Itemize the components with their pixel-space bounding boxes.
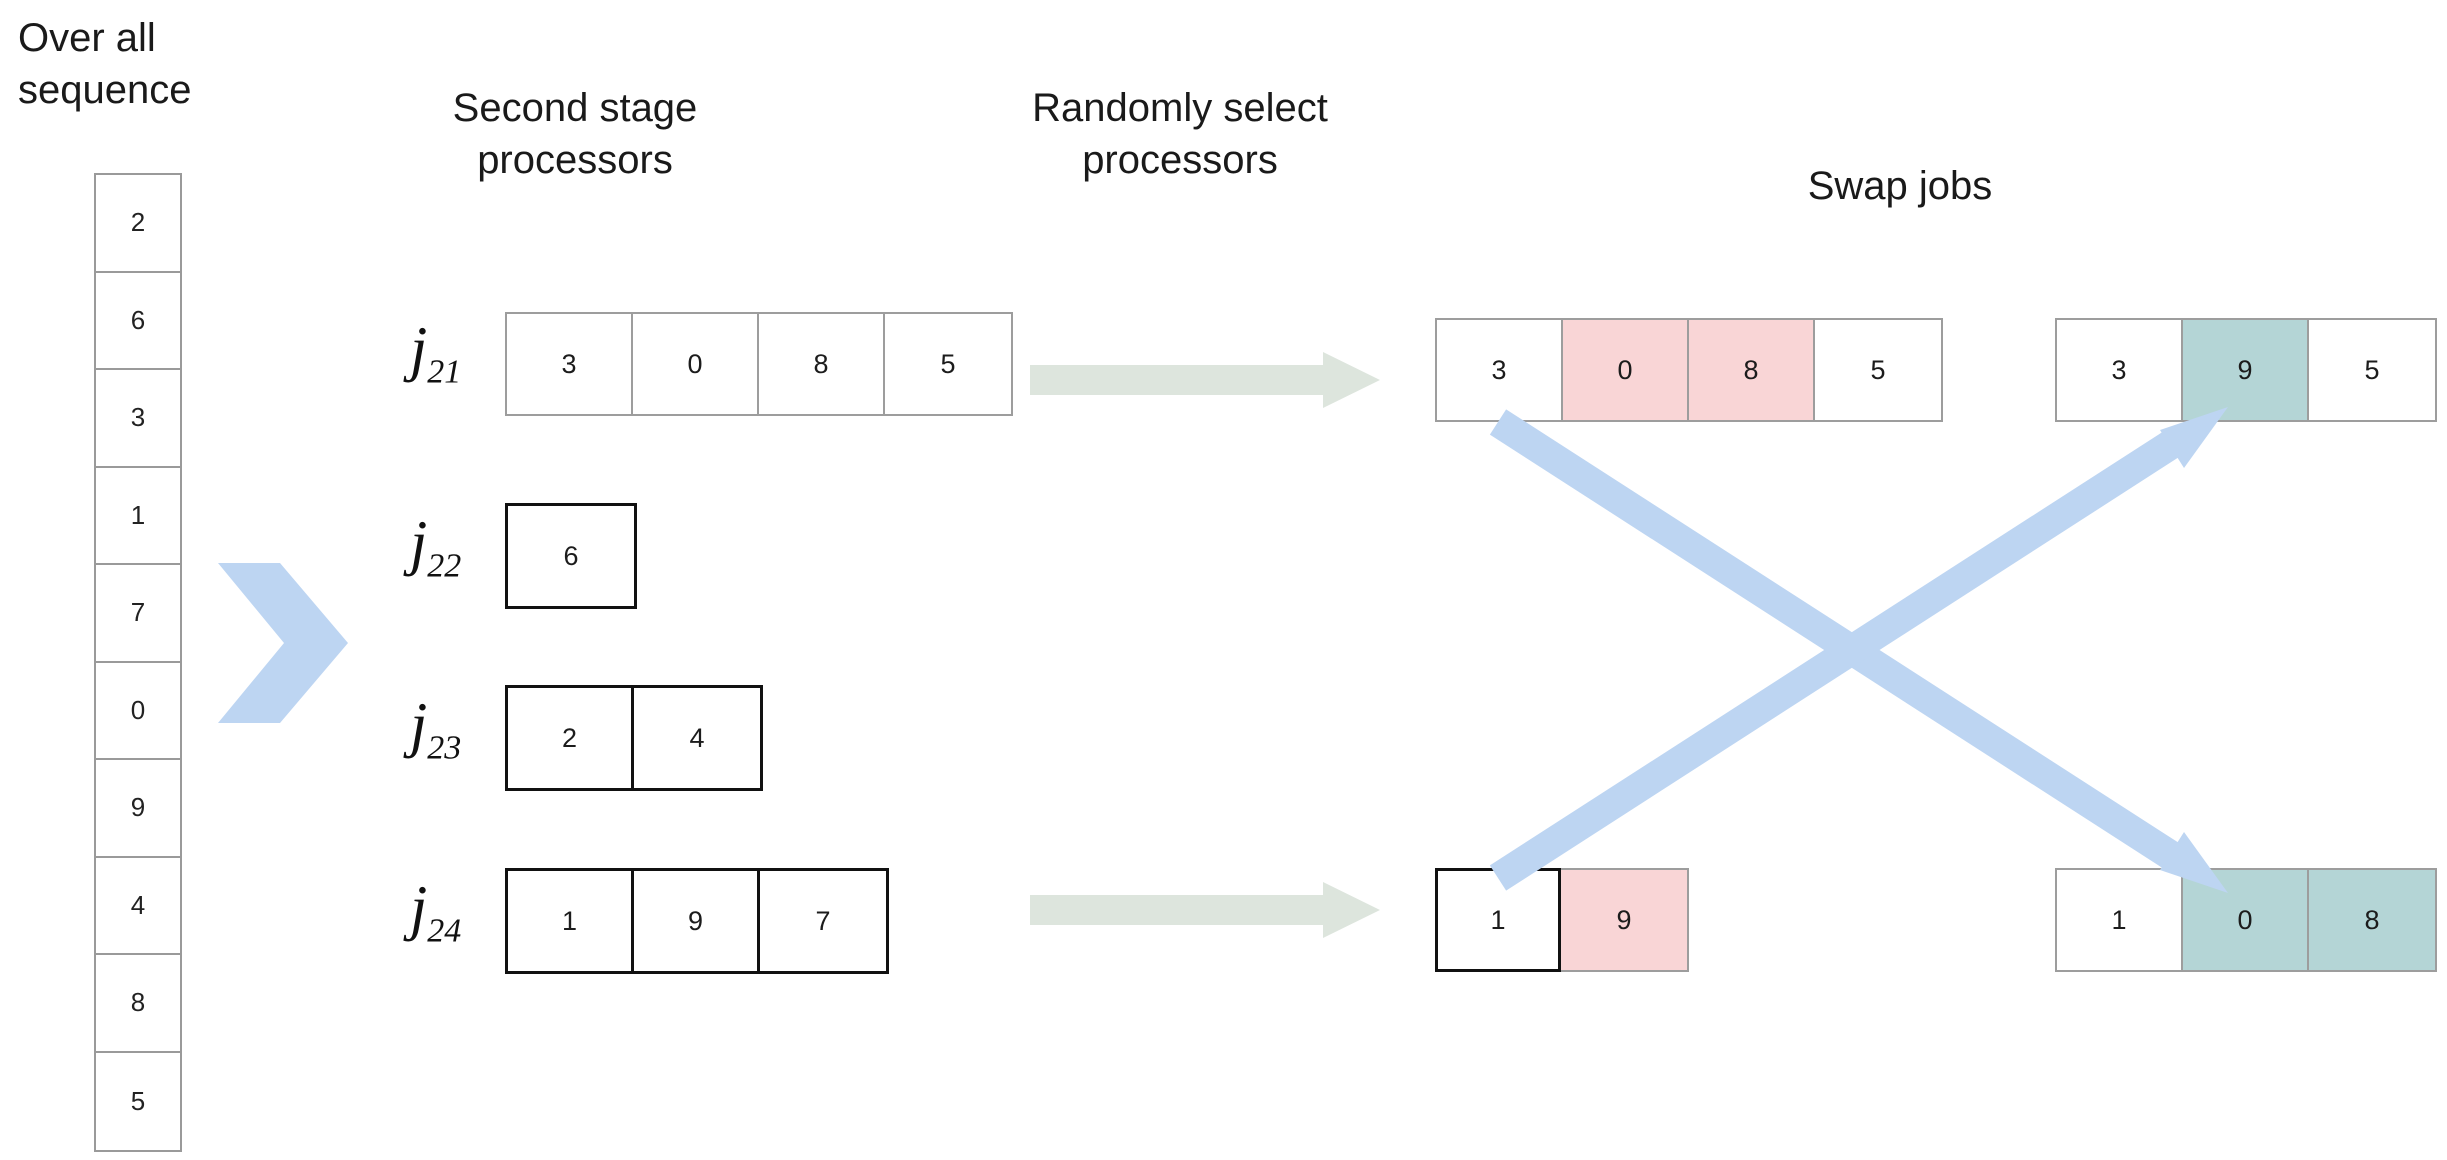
swapped-row-bottom: 1 0 8	[2055, 868, 2437, 972]
job-label-subscript: 23	[427, 729, 462, 767]
job-cell: 3	[507, 314, 633, 414]
job-label-base: j	[410, 315, 428, 383]
randomly-select-processors-heading: Randomly select processors	[1032, 86, 1328, 182]
swapped-cell: 1	[2057, 870, 2183, 970]
selected-cell: 5	[1815, 320, 1941, 420]
swapped-cell-highlighted: 0	[2183, 870, 2309, 970]
job-label-base: j	[410, 509, 428, 577]
selected-cell: 3	[1437, 320, 1563, 420]
selected-row-top: 3 0 8 5	[1435, 318, 1943, 422]
sequence-cell: 2	[96, 175, 180, 273]
sequence-cell: 7	[96, 565, 180, 663]
chevron-right-icon	[218, 563, 348, 723]
job-cell: 5	[885, 314, 1011, 414]
arrow-diagonal-down-right-icon	[1489, 409, 2228, 893]
job-label-subscript: 22	[427, 547, 462, 585]
sequence-cell: 0	[96, 663, 180, 760]
swapped-cell: 3	[2057, 320, 2183, 420]
swap-arrows-group	[1480, 400, 2240, 900]
selected-cell: 1	[1435, 868, 1561, 972]
job-label-j23: j23	[410, 694, 461, 765]
selected-cell-highlighted: 9	[1561, 870, 1687, 970]
job-label-j21: j21	[410, 318, 461, 389]
swapped-row-top: 3 9 5	[2055, 318, 2437, 422]
job-cell: 0	[633, 314, 759, 414]
sequence-cell: 8	[96, 955, 180, 1053]
arrow-diagonal-up-right-icon	[1489, 407, 2228, 891]
overall-sequence-column: 2 6 3 1 7 0 9 4 8 5	[94, 173, 182, 1152]
sequence-cell: 1	[96, 468, 180, 565]
sequence-cell: 9	[96, 760, 180, 858]
second-stage-row-j23: 2 4	[505, 685, 763, 791]
sequence-cell: 6	[96, 273, 180, 370]
arrow-right-icon-bottom	[1030, 882, 1380, 938]
swap-jobs-heading: Swap jobs	[1807, 164, 1993, 208]
job-cell: 4	[634, 688, 760, 788]
arrow-right-icon-top	[1030, 352, 1380, 408]
job-cell: 9	[634, 871, 760, 971]
swapped-cell-highlighted: 8	[2309, 870, 2435, 970]
job-cell: 8	[759, 314, 885, 414]
job-label-subscript: 21	[427, 353, 462, 391]
second-stage-row-j24: 1 9 7	[505, 868, 889, 974]
second-stage-row-j21: 3 0 8 5	[505, 312, 1013, 416]
selected-row-bottom: 1 9	[1435, 868, 1689, 972]
job-label-j24: j24	[410, 877, 461, 948]
job-cell: 2	[508, 688, 634, 788]
job-label-base: j	[410, 874, 428, 942]
overall-sequence-heading: Over all sequence	[18, 16, 192, 112]
sequence-cell: 3	[96, 370, 180, 468]
swapped-cell-highlighted: 9	[2183, 320, 2309, 420]
selected-cell-highlighted: 8	[1689, 320, 1815, 420]
selected-cell-highlighted: 0	[1563, 320, 1689, 420]
job-cell: 1	[508, 871, 634, 971]
sequence-cell: 4	[96, 858, 180, 955]
job-label-subscript: 24	[427, 912, 462, 950]
sequence-cell: 5	[130, 1085, 146, 1116]
job-label-base: j	[410, 691, 428, 759]
job-label-j22: j22	[410, 512, 461, 583]
job-cell: 7	[760, 871, 886, 971]
second-stage-processors-heading: Second stage processors	[452, 86, 698, 182]
job-cell: 6	[508, 506, 634, 606]
second-stage-row-j22: 6	[505, 503, 637, 609]
swapped-cell: 5	[2309, 320, 2435, 420]
